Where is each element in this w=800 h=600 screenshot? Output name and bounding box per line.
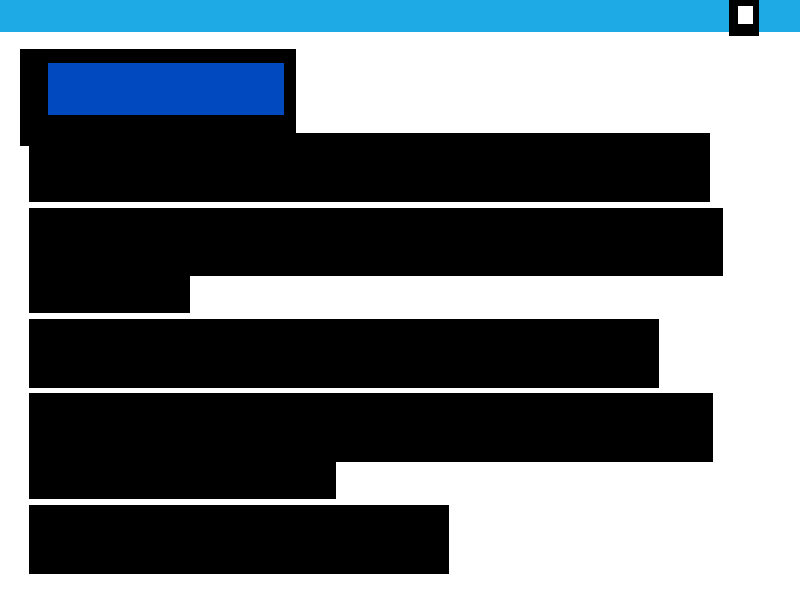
redacted-line-4 — [29, 319, 659, 388]
redacted-line-3 — [29, 276, 190, 313]
header-block — [20, 49, 296, 146]
redacted-line-2 — [29, 208, 723, 276]
redacted-line-5 — [29, 393, 713, 462]
header-button[interactable] — [48, 63, 284, 115]
top-bar — [0, 0, 800, 32]
redacted-line-7 — [29, 505, 449, 574]
redacted-line-6 — [29, 462, 336, 499]
window-control-button[interactable] — [729, 0, 759, 36]
redacted-line-1 — [29, 133, 710, 202]
square-icon — [738, 6, 753, 24]
